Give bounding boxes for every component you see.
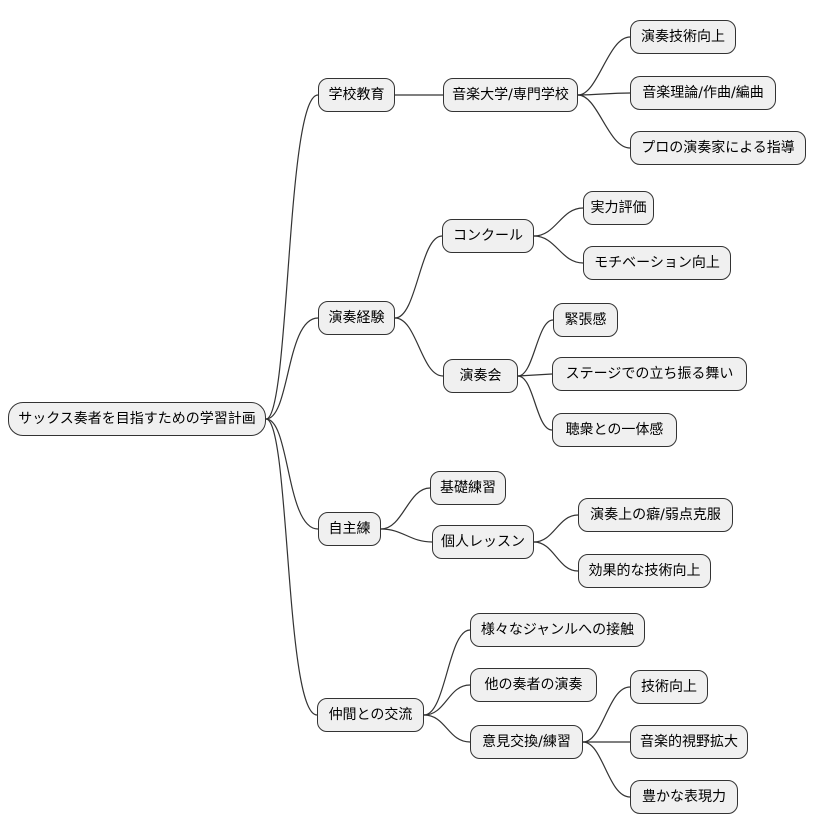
node-music-university: 音楽大学/専門学校 (443, 78, 578, 112)
leaf-effective-skill-up: 効果的な技術向上 (578, 554, 711, 588)
edge-selfpractice-basic (380, 487, 431, 530)
branch-school-education: 学校教育 (318, 78, 395, 112)
edge-concert-stage (517, 373, 553, 377)
edge-concert-tension (517, 319, 554, 377)
edge-root-selfpractice (265, 418, 319, 530)
edge-root-school (265, 94, 319, 420)
leaf-rich-expression: 豊かな表現力 (630, 780, 738, 814)
edge-exchange-skill (582, 686, 631, 743)
leaf-performance-skill-improvement: 演奏技術向上 (630, 20, 736, 54)
leaf-pro-player-guidance: プロの演奏家による指導 (630, 131, 806, 165)
edge-peers-exchange (423, 714, 471, 743)
node-private-lesson: 個人レッスン (432, 525, 534, 559)
leaf-musical-perspective-expansion: 音楽的視野拡大 (630, 725, 748, 759)
edge-performance-competition (394, 235, 443, 319)
leaf-audience-unity: 聴衆との一体感 (552, 413, 677, 447)
edge-root-peers (265, 418, 318, 716)
leaf-music-theory-composition: 音楽理論/作曲/編曲 (630, 76, 776, 110)
leaf-habit-weakness-overcome: 演奏上の癖/弱点克服 (578, 498, 733, 532)
node-opinion-exchange-practice: 意見交換/練習 (470, 725, 583, 759)
node-basic-practice: 基礎練習 (430, 471, 506, 505)
node-competition: コンクール (442, 219, 534, 253)
edge-university-skill (577, 36, 631, 96)
node-genre-exposure: 様々なジャンルへの接触 (470, 613, 645, 647)
edge-peers-others (423, 684, 471, 716)
leaf-tension: 緊張感 (553, 303, 618, 337)
edge-concert-audience (517, 375, 553, 431)
edge-university-theory (577, 92, 631, 96)
node-root: サックス奏者を目指すための学習計画 (8, 402, 266, 436)
node-other-players-performance: 他の奏者の演奏 (470, 668, 597, 702)
edge-peers-genres (423, 629, 471, 716)
edge-performance-concert (394, 317, 444, 377)
edge-lesson-habit (533, 514, 579, 543)
leaf-stage-presence: ステージでの立ち振る舞い (552, 357, 747, 391)
edge-selfpractice-lesson (380, 528, 433, 543)
leaf-skill-improvement: 技術向上 (630, 670, 708, 704)
edge-exchange-expression (582, 741, 631, 798)
edge-university-pro (577, 94, 631, 149)
branch-peer-interaction: 仲間との交流 (317, 698, 424, 732)
branch-performance-experience: 演奏経験 (318, 301, 395, 335)
leaf-ability-evaluation: 実力評価 (583, 191, 654, 225)
leaf-motivation-up: モチベーション向上 (583, 246, 731, 280)
edge-lesson-effective (533, 541, 579, 572)
branch-self-practice: 自主練 (318, 512, 381, 546)
edge-root-performance (265, 317, 319, 420)
edge-competition-evaluation (533, 207, 584, 237)
node-concert: 演奏会 (443, 359, 518, 393)
edge-competition-motivation (533, 235, 584, 264)
